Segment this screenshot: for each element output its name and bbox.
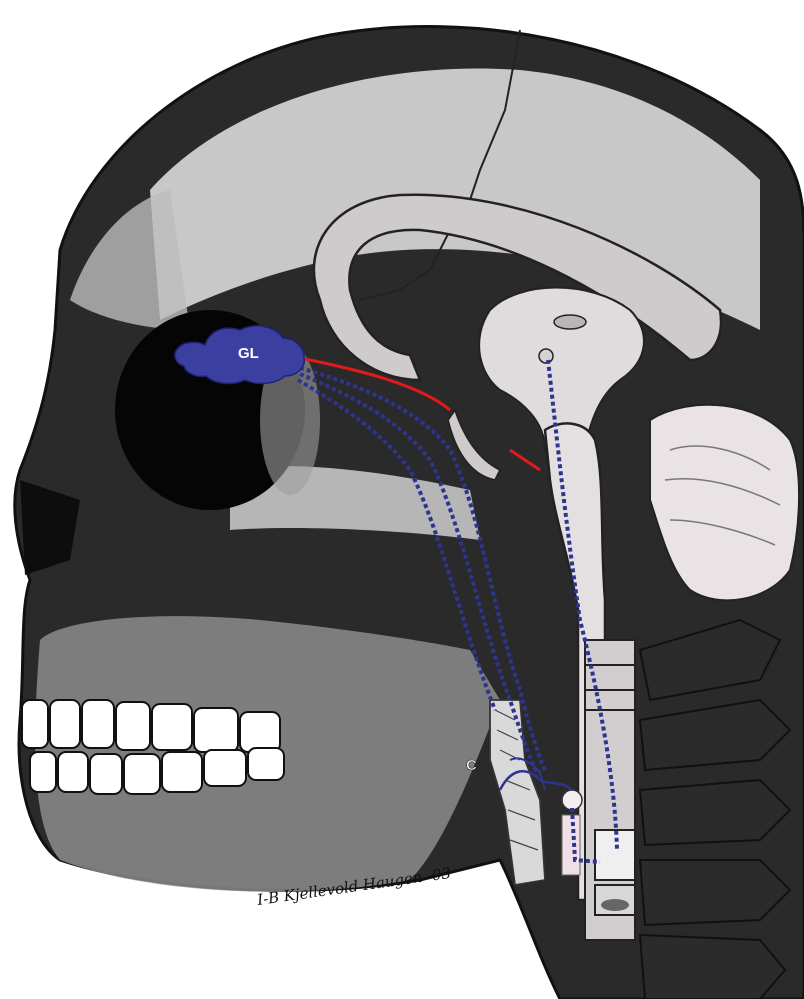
teeth [22, 700, 284, 794]
carotid-label: C [466, 757, 477, 774]
cervical-ganglion [562, 790, 582, 810]
mamillary-body [539, 349, 553, 363]
ganglion-label: GL [238, 345, 259, 362]
interthalamic-adhesion [554, 315, 586, 329]
vertebral-segment [595, 830, 635, 880]
